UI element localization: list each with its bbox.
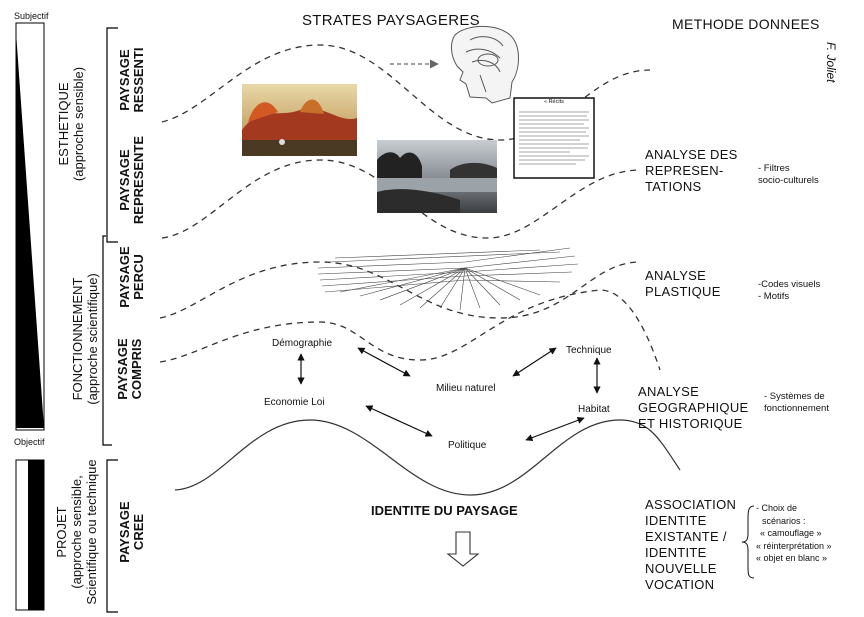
note-association: - Choix de scénarios : « camouflage » « … — [756, 503, 832, 563]
node-economie: Economie Loi — [264, 397, 325, 408]
node-habitat: Habitat — [578, 404, 610, 415]
node-milieu: Milieu naturel — [436, 383, 496, 394]
curve-cree — [174, 419, 681, 496]
note-representations: - Filtres socio-culturels — [758, 163, 819, 186]
method-plastique: ANALYSE PLASTIQUE — [645, 268, 721, 299]
brace — [741, 505, 755, 579]
subjectivity-scale — [15, 22, 45, 431]
objectif-label: Objectif — [14, 437, 45, 447]
note-plastique: -Codes visuels - Motifs — [758, 279, 821, 302]
identite-title: IDENTITE DU PAYSAGE — [371, 503, 518, 518]
method-geographique: ANALYSE GEOGRAPHIQUE ET HISTORIQUE — [638, 384, 749, 431]
curve-percu — [159, 261, 641, 319]
author-credit: F. Joliet — [824, 42, 838, 83]
method-representations: ANALYSE DES REPRESEN- TATIONS — [645, 147, 738, 194]
arrow-economie-politique — [365, 405, 433, 437]
down-arrow — [446, 531, 480, 567]
note-geographique: - Systèmes de fonctionnement — [764, 391, 829, 414]
head-illustration — [451, 25, 519, 104]
strata-brackets — [102, 27, 118, 613]
node-demographie: Démographie — [272, 338, 333, 349]
approach-esthetique: ESTHETIQUE (approche sensible) — [56, 66, 86, 182]
node-technique: Technique — [566, 345, 612, 356]
curve-compris — [159, 289, 661, 371]
subjectif-label: Subjectif — [14, 11, 49, 21]
painting-autumn — [242, 84, 357, 156]
document-heading: « Récits — [544, 99, 564, 105]
arrow-demo-milieu — [357, 347, 411, 377]
relationship-arrows — [297, 347, 601, 442]
photo-lake — [377, 140, 497, 213]
perspective-sketch — [317, 247, 579, 311]
arrow-habitat-politique — [525, 416, 585, 442]
title-strates: STRATES PAYSAGERES — [302, 12, 480, 29]
approach-fonctionnement: FONCTIONNEMENT (approche scientifique) — [70, 273, 100, 405]
arrow-milieu-technique — [512, 347, 557, 377]
method-association: ASSOCIATION IDENTITE EXISTANTE / IDENTIT… — [645, 497, 737, 592]
approach-projet: PROJET (approche sensible, Scientifique … — [54, 459, 99, 605]
text-document — [513, 97, 595, 179]
curve-ressenti — [161, 44, 651, 141]
projet-scale — [15, 459, 45, 611]
node-politique: Politique — [448, 440, 487, 451]
title-methode: METHODE DONNEES — [672, 16, 820, 32]
